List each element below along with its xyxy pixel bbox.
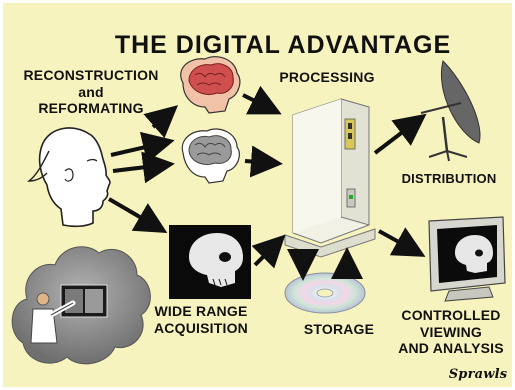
- head-profile-icon: [26, 127, 111, 228]
- arrow-label-to-brain: [143, 105, 179, 139]
- diagram-title: THE DIGITAL ADVANTAGE: [114, 31, 452, 59]
- processing-label: PROCESSING: [279, 69, 375, 85]
- arrow-brain-gray-to-computer: [244, 145, 283, 178]
- arrow-head-to-brain-gray: [110, 131, 175, 164]
- wide-range-line1: WIDE RANGE: [154, 303, 248, 319]
- skull-xray-icon: [169, 225, 251, 299]
- flow-arrows: [107, 85, 427, 281]
- arrow-skull-to-computer: [251, 234, 286, 269]
- cd-disc-icon: [284, 272, 366, 314]
- arrow-head-to-brain-lower: [112, 151, 175, 184]
- reconstruction-label: RECONSTRUCTION and REFORMATING: [11, 67, 171, 117]
- arrow-head-to-skull: [107, 197, 168, 234]
- arrow-brain-color-to-computer: [242, 85, 282, 115]
- diagram-artwork: [11, 56, 506, 365]
- reconstruction-line2: and: [78, 83, 104, 100]
- signature-text: Sprawls: [448, 367, 508, 382]
- wide-range-line2: ACQUISITION: [154, 319, 248, 336]
- wide-range-label: WIDE RANGE ACQUISITION: [131, 303, 271, 336]
- viewing-label: CONTROLLED VIEWING AND ANALYSIS: [389, 307, 512, 357]
- computer-tower-icon: [284, 98, 376, 258]
- viewing-line2: VIEWING: [419, 323, 483, 340]
- reconstruction-line3: REFORMATING: [38, 100, 144, 117]
- arrow-computer-to-distribution: [373, 113, 427, 155]
- viewing-line3: AND ANALYSIS: [398, 340, 504, 357]
- satellite-dish-icon: [420, 60, 481, 162]
- monitor-skull-icon: [428, 216, 506, 302]
- brain-color-icon: [180, 56, 241, 114]
- diagram-canvas: THE DIGITAL ADVANTAGE RECONSTRUCTION and…: [3, 3, 512, 387]
- reconstruction-line1: RECONSTRUCTION: [23, 67, 159, 83]
- radiologist-cloud-icon: [11, 246, 151, 365]
- arrow-computer-to-viewing: [378, 227, 426, 257]
- brain-gray-icon: [181, 128, 240, 184]
- storage-label: STORAGE: [303, 321, 375, 337]
- viewing-line1: CONTROLLED: [401, 307, 501, 323]
- distribution-label: DISTRIBUTION: [401, 171, 497, 186]
